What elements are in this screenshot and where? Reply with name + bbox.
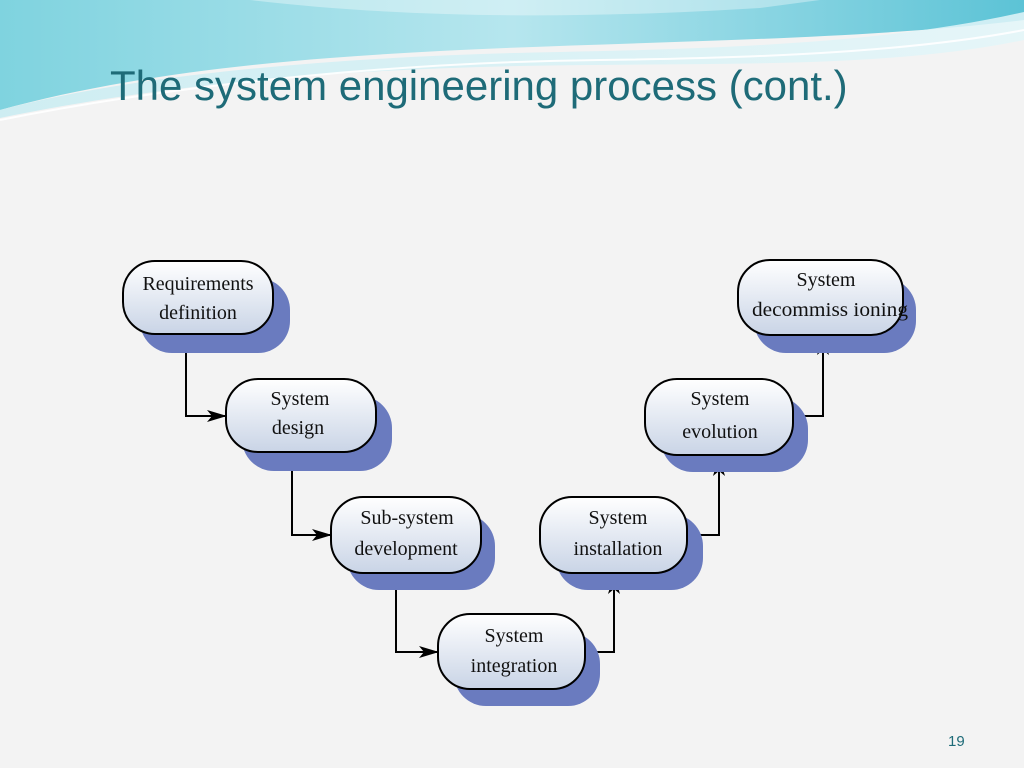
node-box [644,378,794,456]
node-label-line-1: Sub-system [360,507,454,529]
node-label-line-2: definition [159,302,237,324]
node-label-line-1: System [797,269,856,291]
node-box [737,259,904,336]
node-box [225,378,377,453]
node-system-installation: System installation [539,496,703,590]
node-subsystem-development: Sub-system development [330,496,495,590]
arrow-system-design-to-subsystem-development [291,452,332,541]
node-label-line-1: System [691,388,750,410]
node-system-integration: System integration [437,613,600,706]
arrow-subsystem-development-to-system-integration [395,574,439,658]
node-box [539,496,688,574]
node-system-evolution: System evolution [644,378,808,472]
node-label-line-2: evolution [682,421,758,443]
node-box [122,260,274,335]
arrow-requirements-to-system-design [185,334,227,422]
node-box [437,613,586,690]
node-system-decommissioning: System decommiss ioning [737,259,916,353]
node-label-line-2: development [354,538,458,560]
node-system-design: System design [225,378,392,471]
node-label-line-1: System [271,388,330,410]
node-label-line-2: decommiss ioning [752,299,908,321]
node-label-line-1: System [485,625,544,647]
node-label-line-2: integration [471,655,558,677]
page-number: 19 [948,733,965,750]
node-label-line-2: design [272,417,324,439]
node-box [330,496,482,574]
node-requirements-definition: Requirements definition [122,260,290,353]
node-label-line-1: System [589,507,648,529]
header-wave-decoration [0,0,1024,121]
node-label-line-2: installation [574,538,663,560]
node-label-line-1: Requirements [142,273,253,295]
slide-title: The system engineering process (cont.) [110,62,848,109]
